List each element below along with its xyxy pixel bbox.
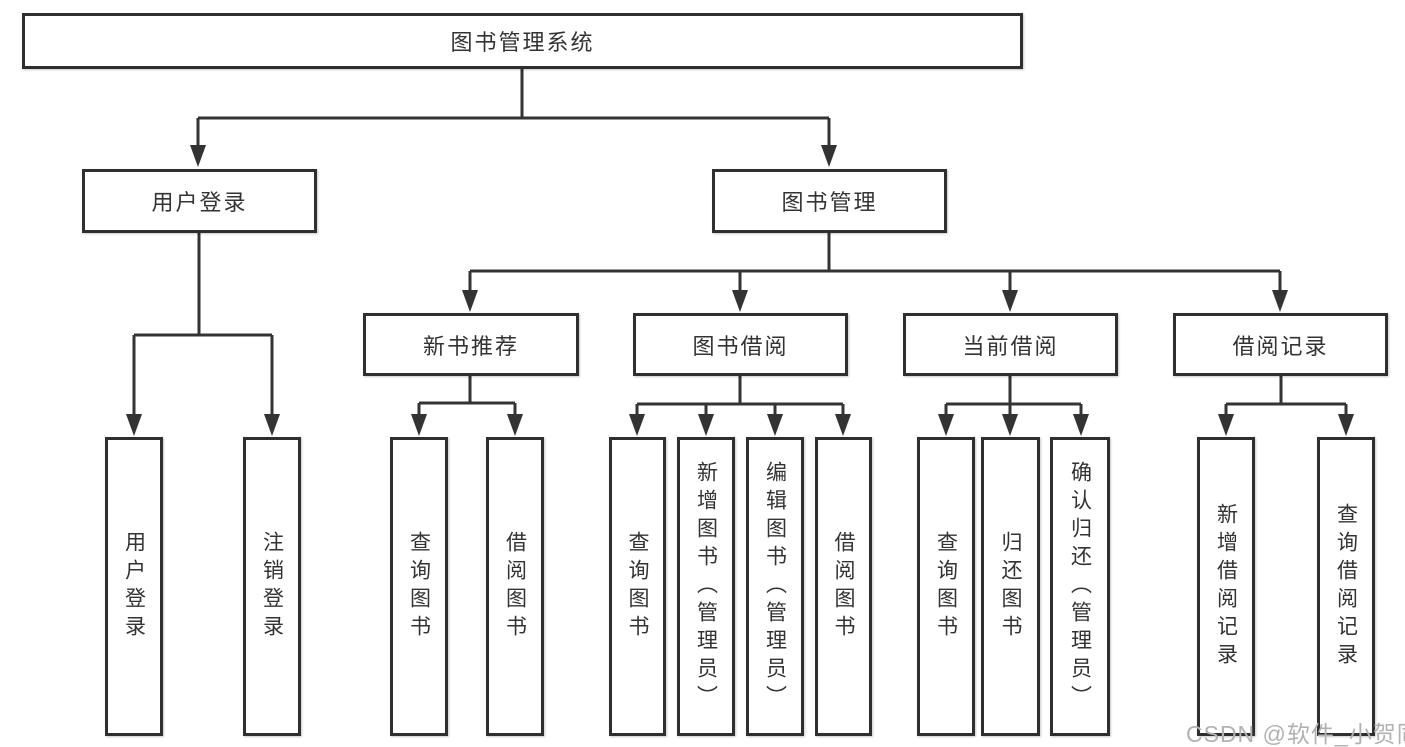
node-label: 注销登录 (260, 530, 284, 643)
node-label: 归还图书 (999, 530, 1022, 643)
arrow-icon (1073, 414, 1089, 436)
node-label: 查询图书 (407, 530, 431, 643)
connector-bookborrow-to-leaves (635, 375, 845, 418)
arrow-icon (411, 414, 427, 436)
connector-bookmgmt-to-level3 (468, 232, 1282, 293)
node-label: 借阅图书 (832, 530, 855, 643)
connector-root-to-level2 (196, 68, 831, 148)
node-leaf-query-books-recommend: 查询图书 (390, 437, 448, 736)
node-label: 用户登录 (122, 530, 146, 643)
connector-records-to-leaves (1224, 375, 1348, 418)
arrow-icon (1218, 414, 1234, 436)
node-new-book-recommend: 新书推荐 (363, 313, 579, 376)
node-leaf-confirm-return-admin: 确认归还（管理员） (1050, 437, 1110, 736)
node-label: 当前借阅 (962, 333, 1059, 359)
node-leaf-edit-book-admin: 编辑图书（管理员） (746, 437, 804, 736)
connector-currentborrow-to-leaves (944, 375, 1083, 418)
arrow-icon (1338, 414, 1354, 436)
node-label: 用户登录 (151, 190, 248, 215)
node-label: 编辑图书（管理员） (763, 460, 787, 713)
node-label: 查询借阅记录 (1334, 502, 1358, 671)
node-book-management: 图书管理 (712, 169, 947, 233)
arrow-icon (462, 290, 478, 312)
arrow-icon (835, 414, 851, 436)
arrow-icon (629, 414, 645, 436)
connector-newbooks-to-leaves (417, 375, 517, 418)
node-label: 图书管理 (781, 190, 878, 215)
arrow-icon (190, 145, 206, 167)
node-leaf-query-books-borrow: 查询图书 (609, 437, 666, 736)
arrow-icon (821, 145, 837, 167)
node-leaf-logout: 注销登录 (243, 437, 301, 736)
node-label: 确认归还（管理员） (1068, 460, 1092, 713)
node-book-borrow: 图书借阅 (633, 313, 848, 376)
arrow-icon (698, 414, 714, 436)
node-leaf-query-borrow-record: 查询借阅记录 (1317, 437, 1375, 736)
arrow-icon (767, 414, 783, 436)
node-leaf-borrow-books: 借阅图书 (815, 437, 872, 736)
node-label: 图书借阅 (692, 333, 789, 359)
arrow-icon (1272, 290, 1288, 312)
node-leaf-return-book: 归还图书 (981, 437, 1040, 736)
connector-userlogin-to-leaves (132, 232, 274, 418)
node-borrow-records: 借阅记录 (1173, 313, 1388, 376)
node-current-borrow: 当前借阅 (903, 313, 1118, 376)
node-label: 借阅图书 (503, 530, 527, 643)
arrowheads (126, 145, 1354, 436)
arrow-icon (264, 414, 280, 436)
node-label: 查询图书 (626, 530, 649, 643)
node-root-library-system: 图书管理系统 (22, 13, 1023, 69)
arrow-icon (938, 414, 954, 436)
arrow-icon (507, 414, 523, 436)
arrow-icon (1002, 414, 1018, 436)
node-leaf-add-borrow-record: 新增借阅记录 (1197, 437, 1255, 736)
node-leaf-borrow-books-recommend: 借阅图书 (486, 437, 544, 736)
node-label: 新书推荐 (422, 333, 519, 359)
node-label: 新增借阅记录 (1214, 502, 1238, 671)
node-label: 借阅记录 (1232, 333, 1329, 359)
node-user-login: 用户登录 (82, 169, 317, 233)
csdn-watermark: CSDN @软件_小贺同学 (1186, 721, 1405, 747)
node-leaf-add-book-admin: 新增图书（管理员） (677, 437, 735, 736)
node-leaf-user-login: 用户登录 (105, 437, 163, 736)
node-label: 新增图书（管理员） (694, 460, 718, 713)
arrow-icon (1002, 290, 1018, 312)
arrow-icon (732, 290, 748, 312)
node-label: 查询图书 (934, 530, 958, 643)
arrow-icon (126, 414, 142, 436)
node-label: 图书管理系统 (450, 30, 595, 55)
node-leaf-query-books-current: 查询图书 (917, 437, 975, 736)
